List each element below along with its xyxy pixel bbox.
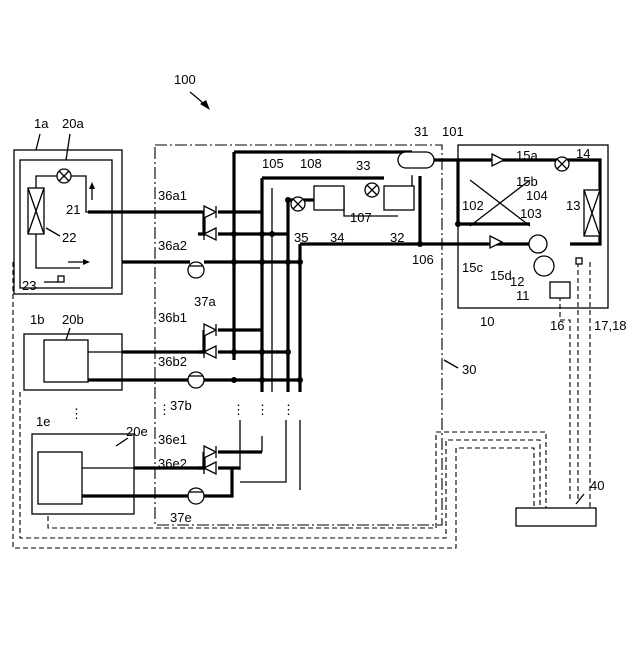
- unit-1e-label: 1e: [36, 414, 50, 429]
- label-31: 31: [414, 124, 428, 139]
- sensor-17-18: [576, 258, 582, 264]
- label-35: 35: [294, 230, 308, 245]
- label-104: 104: [526, 188, 548, 203]
- label-36b1: 36b1: [158, 310, 187, 325]
- sensor-23: [58, 276, 64, 282]
- pump-37a: [188, 262, 204, 278]
- part-23-label: 23: [22, 278, 36, 293]
- unit-1b-label: 1b: [30, 312, 44, 327]
- heat-exchanger-34: [314, 186, 344, 210]
- relay-ellipsis-mid3: ⋮: [282, 402, 295, 417]
- label-11: 11: [516, 288, 530, 303]
- label-15b: 15b: [516, 174, 538, 189]
- check-valve-36a2: [204, 228, 216, 240]
- label-36e1: 36e1: [158, 432, 187, 447]
- units-ellipsis: ⋮: [70, 406, 83, 421]
- label-32: 32: [390, 230, 404, 245]
- label-106: 106: [412, 252, 434, 267]
- label-105: 105: [262, 156, 284, 171]
- heat-exchanger-32: [384, 186, 414, 210]
- gas-liquid-separator-31: [398, 152, 434, 168]
- junction-dots: [231, 197, 461, 383]
- label-36e2: 36e2: [158, 456, 187, 471]
- check-valve-36e1: [204, 446, 216, 458]
- check-valve-36e2: [204, 462, 216, 474]
- label-37e: 37e: [170, 510, 192, 525]
- check-valve-36b2: [204, 346, 216, 358]
- label-15a: 15a: [516, 148, 538, 163]
- unit-20e-inner: [38, 452, 82, 504]
- compressor-11: [534, 256, 554, 276]
- label-103: 103: [520, 206, 542, 221]
- label-34: 34: [330, 230, 344, 245]
- label-36b2: 36b2: [158, 354, 187, 369]
- relay-leader: [444, 360, 458, 368]
- label-33: 33: [356, 158, 370, 173]
- check-valve-15c: [490, 236, 502, 248]
- part-22-label: 22: [62, 230, 76, 245]
- label-101: 101: [442, 124, 464, 139]
- unit-1a-leader: [36, 134, 40, 150]
- unit-20a-label: 20a: [62, 116, 84, 131]
- controller-40: [516, 508, 596, 526]
- check-valve-15a: [492, 154, 504, 166]
- label-17-18: 17,18: [594, 318, 627, 333]
- relay-label: 30: [462, 362, 476, 377]
- label-102: 102: [462, 198, 484, 213]
- label-36a1: 36a1: [158, 188, 187, 203]
- unit-20b-inner: [44, 340, 88, 382]
- check-valve-36b1: [204, 324, 216, 336]
- valve-group: [204, 206, 216, 474]
- accumulator-16: [550, 282, 570, 298]
- label-14: 14: [576, 146, 590, 161]
- relay-ellipsis-left: ⋮: [158, 402, 171, 417]
- relay-ellipsis-mid2: ⋮: [256, 402, 269, 417]
- label-37a: 37a: [194, 294, 216, 309]
- check-valve-36a1: [204, 206, 216, 218]
- outdoor-label: 10: [480, 314, 494, 329]
- part-21-label: 21: [66, 202, 80, 217]
- controller-label: 40: [590, 478, 604, 493]
- unit-1a-label: 1a: [34, 116, 49, 131]
- pump-37b: [188, 372, 204, 388]
- label-13: 13: [566, 198, 580, 213]
- label-12: 12: [510, 274, 524, 289]
- label-15d: 15d: [490, 268, 512, 283]
- label-108: 108: [300, 156, 322, 171]
- four-way-valve-12: [529, 235, 547, 253]
- label-36a2: 36a2: [158, 238, 187, 253]
- figure-label: 100: [174, 72, 196, 87]
- label-37b: 37b: [170, 398, 192, 413]
- label-107: 107: [350, 210, 372, 225]
- relay-ellipsis-mid: ⋮: [232, 402, 245, 417]
- unit-20b-label: 20b: [62, 312, 84, 327]
- label-16: 16: [550, 318, 564, 333]
- unit-20e-label: 20e: [126, 424, 148, 439]
- label-15c: 15c: [462, 260, 483, 275]
- pump-37e: [188, 488, 204, 504]
- controller-leader: [576, 494, 584, 504]
